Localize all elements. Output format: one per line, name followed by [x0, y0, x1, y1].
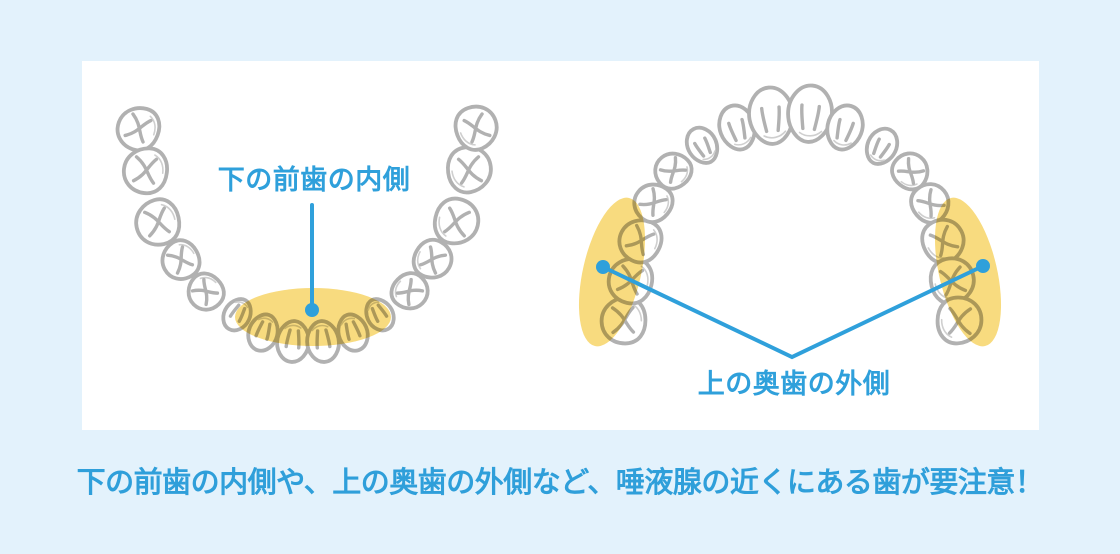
- caption: 下の前歯の内側や、上の奥歯の外側など、唾液腺の近くにある歯が要注意！: [76, 467, 1044, 499]
- upper-arch: [578, 84, 1002, 360]
- pointer-line-upper: [601, 264, 985, 360]
- label-upper-back-outside: 上の奥歯の外側: [697, 369, 891, 399]
- tooth: [448, 98, 505, 157]
- highlight-lower-front-inside: [235, 288, 391, 346]
- pointer-dot-upper-left: [596, 260, 610, 274]
- tooth: [119, 143, 172, 198]
- label-lower-front-inside: 下の前歯の内側: [217, 165, 411, 195]
- illustration-card: 下の前歯の内側 上の奥歯の外側: [82, 61, 1039, 430]
- pointer-dot-upper-right: [976, 259, 990, 273]
- tooth: [109, 99, 167, 158]
- lower-arch: [109, 98, 505, 366]
- tooth: [443, 142, 496, 197]
- pointer-dot-lower: [305, 303, 319, 317]
- teeth-diagram: [109, 61, 1002, 366]
